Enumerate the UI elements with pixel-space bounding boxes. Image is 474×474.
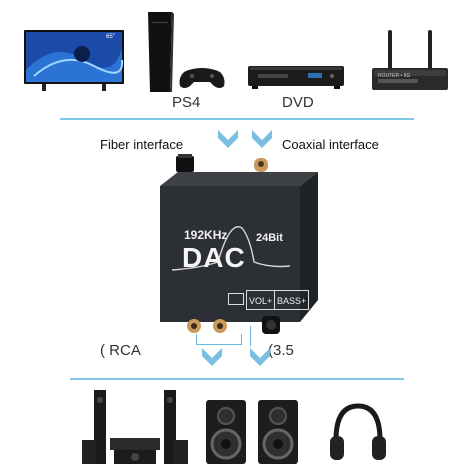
tv-device: 65" <box>24 30 124 92</box>
dac-freq-label: 192KHz <box>184 228 228 242</box>
rca-label: ( RCA <box>100 342 141 359</box>
fiber-down-arrow-icon <box>218 130 238 148</box>
dac-device: 192KHz 24Bit DAC VOL+ BASS+ <box>150 150 330 340</box>
dac-title: DAC <box>182 242 246 273</box>
coaxial-down-arrow-icon <box>252 130 272 148</box>
router-panel-text: ROUTER • 5G <box>378 73 411 79</box>
speaker-pair-device <box>204 398 300 466</box>
dac-power-icon[interactable] <box>228 293 244 305</box>
speakers-icon <box>206 400 298 464</box>
jack-label: (3.5 <box>268 342 294 359</box>
home-theater-icon <box>82 390 188 464</box>
vol-button[interactable]: VOL+ <box>246 290 276 310</box>
tv-screen-text: 65" <box>106 34 115 40</box>
vol-button-label: VOL+ <box>249 296 273 306</box>
coaxial-interface-label: Coaxial interface <box>282 137 379 152</box>
top-divider <box>60 118 414 120</box>
dvd-label: DVD <box>282 94 314 111</box>
dac-bit-label: 24Bit <box>256 232 283 244</box>
headphones-device <box>328 400 388 464</box>
dvd-device <box>248 62 344 90</box>
router-icon <box>372 30 448 90</box>
rca-bracket-line <box>196 334 242 345</box>
headphones-icon <box>330 403 386 460</box>
fiber-interface-label: Fiber interface <box>100 137 184 152</box>
rca-down-arrow-icon <box>202 348 222 366</box>
bottom-divider <box>70 378 404 380</box>
jack-down-arrow-icon <box>250 348 270 366</box>
bass-button-label: BASS+ <box>277 296 307 306</box>
router-device: ROUTER • 5G <box>370 28 450 94</box>
ps4-device <box>140 12 230 94</box>
bass-button[interactable]: BASS+ <box>274 290 310 310</box>
tv-icon <box>24 30 124 91</box>
ps4-label: PS4 <box>172 94 201 111</box>
dvd-player-icon <box>248 66 344 89</box>
ps4-console-icon <box>148 12 225 92</box>
dac-body-shape <box>160 154 318 334</box>
jack-bracket-line <box>250 326 251 346</box>
home-theater-device <box>80 386 190 466</box>
